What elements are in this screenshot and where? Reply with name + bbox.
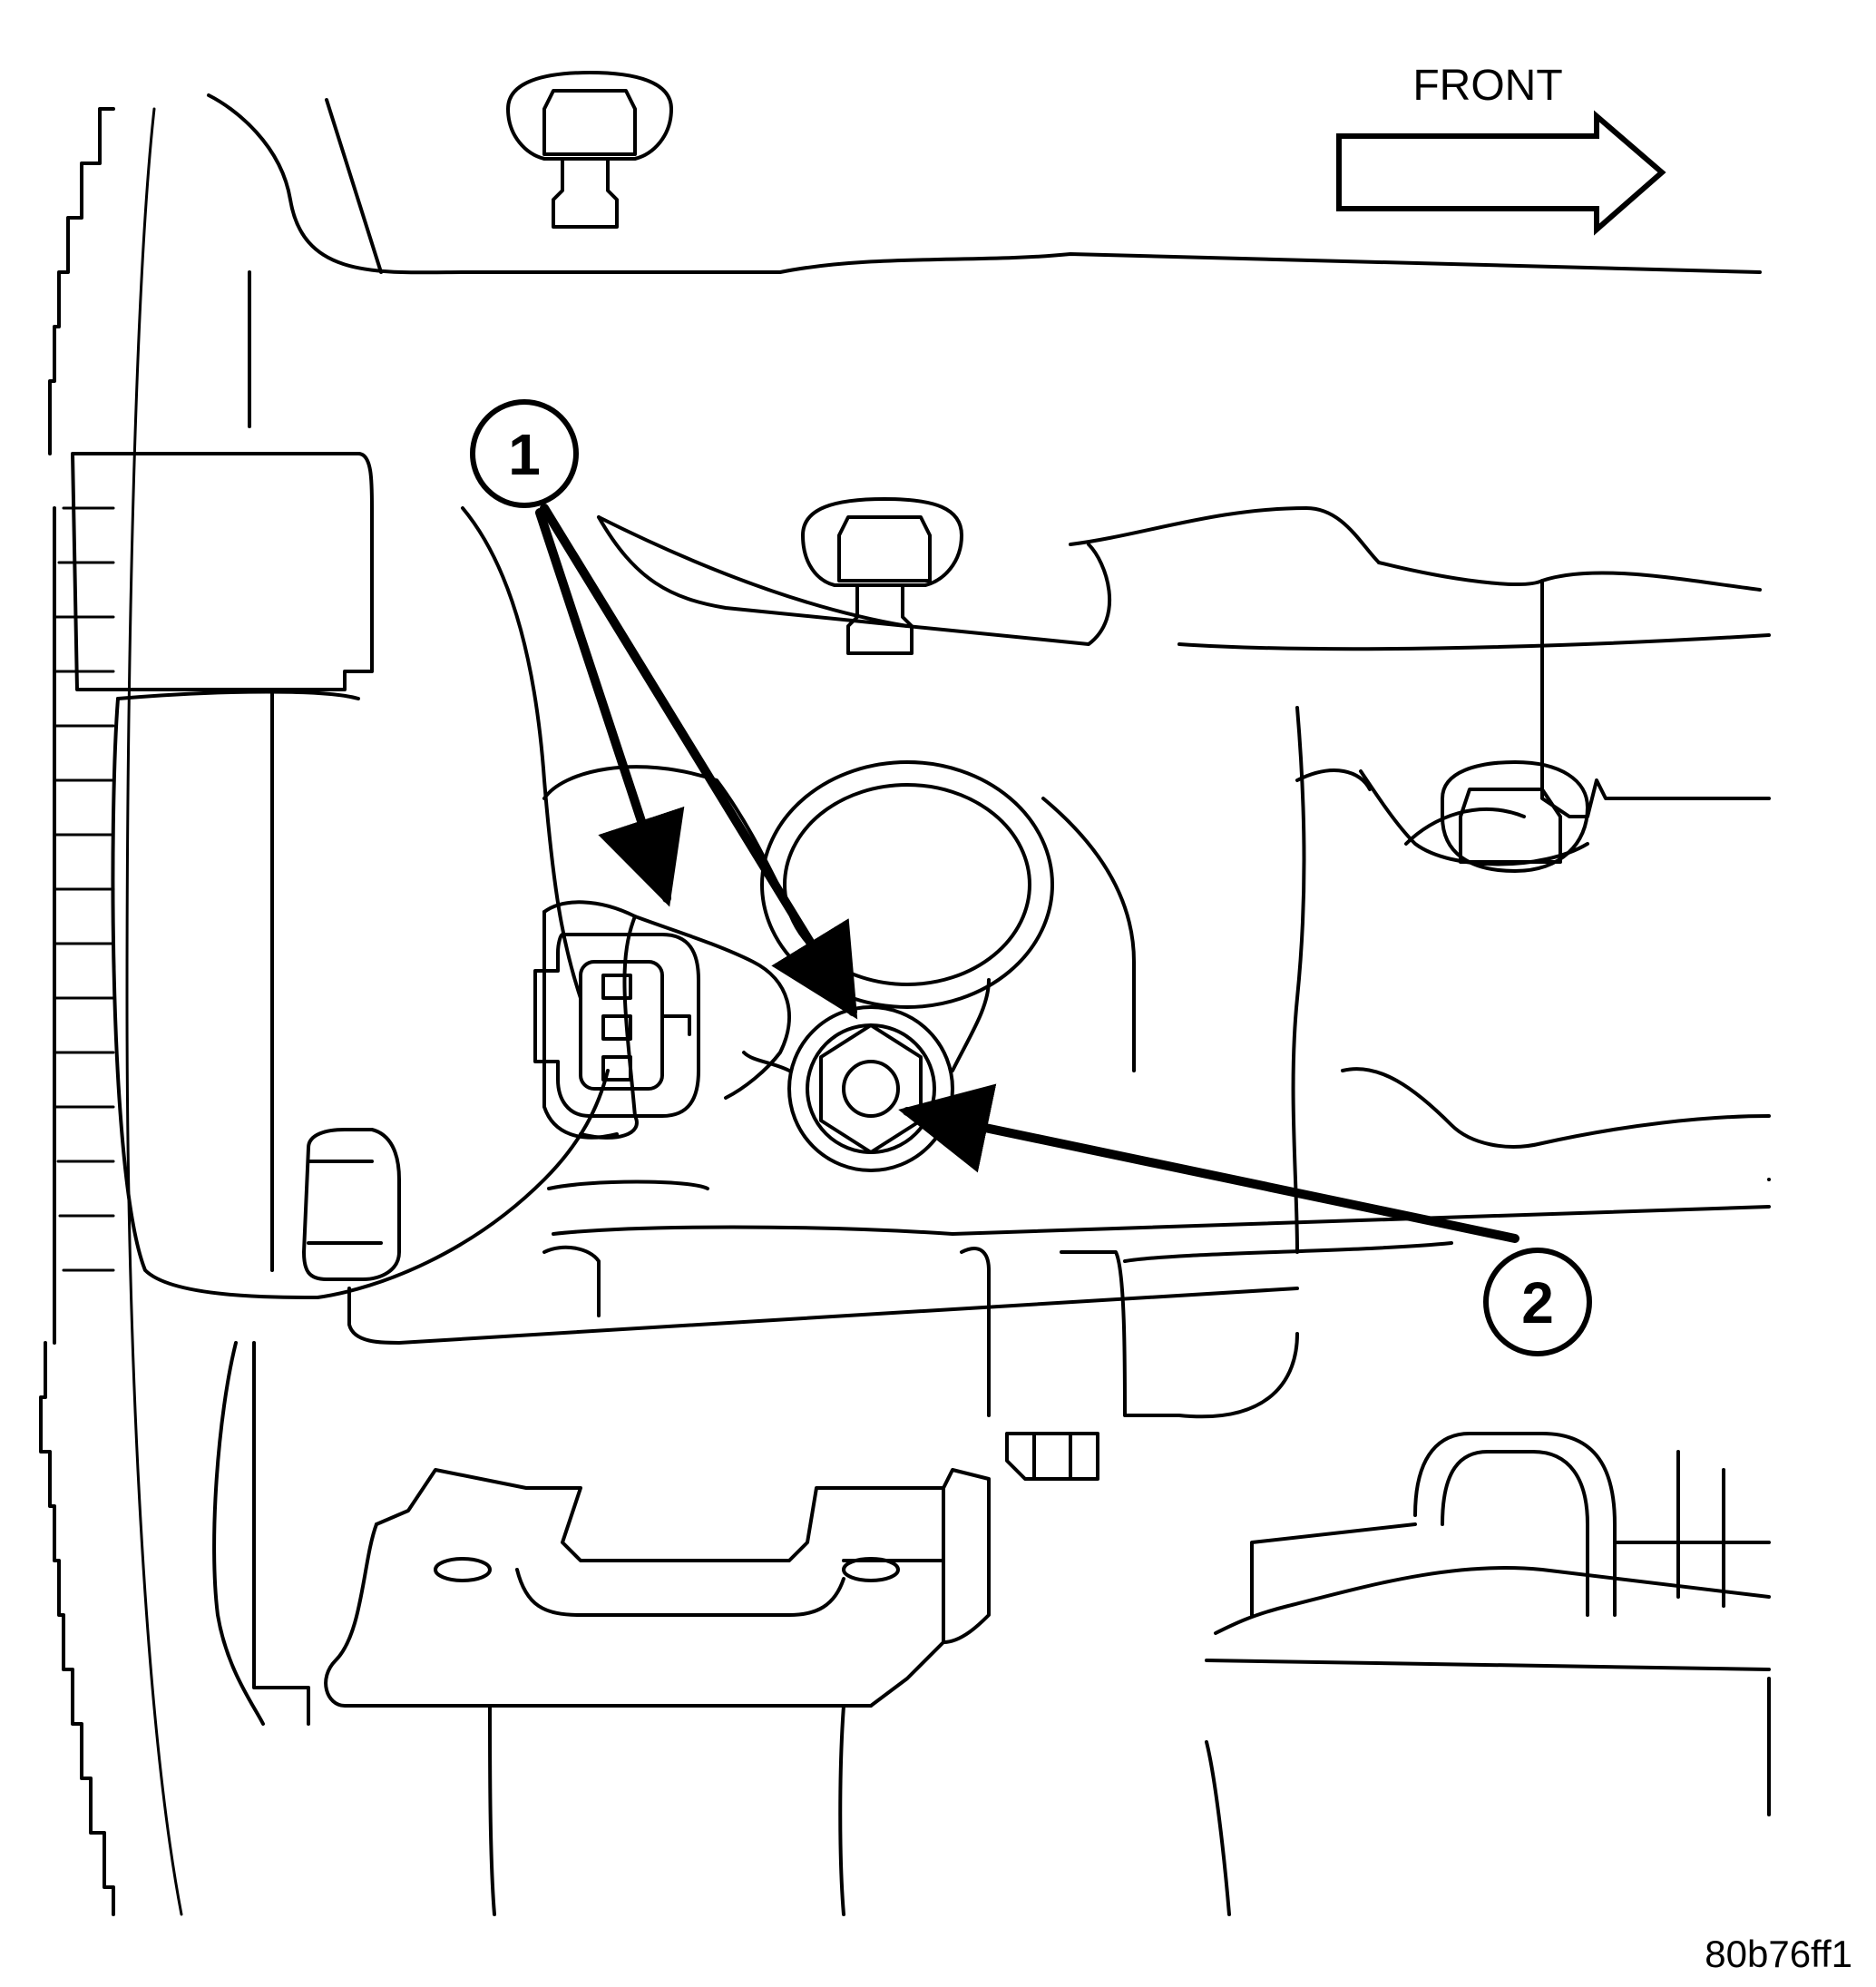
lower-middle-bolt [1005,1432,1099,1481]
callout-1: 1 [470,399,579,508]
front-direction-arrow-icon [1336,110,1666,236]
callout-2-number: 2 [1521,1270,1554,1336]
front-label: FRONT [1412,62,1562,110]
callout-arrows [535,504,1519,1243]
right-bolt [1441,760,1589,873]
callout-2: 2 [1483,1248,1592,1356]
oil-pan-rail [1205,1432,1771,1671]
front-direction-arrow: FRONT [1336,62,1666,236]
callout-arrow-icon [898,1083,1519,1243]
callout-1-number: 1 [508,422,541,487]
oil-pan-casting [324,1179,1771,1708]
sensor-electrical-connector [533,933,700,1118]
lower-engine-edge [212,1341,1771,1916]
callout-arrow-icon [540,504,858,1020]
sensor-mounting-bolt [742,978,991,1172]
middle-bolt [801,497,963,655]
flywheel-ring-gear [39,107,183,1916]
upper-bolt [506,71,673,229]
figure-id: 80b76ff1 [1705,1933,1852,1975]
lower-left-bolt [302,1128,401,1281]
callout-arrow-icon [535,508,685,907]
engine-block-outline [71,93,1771,1299]
